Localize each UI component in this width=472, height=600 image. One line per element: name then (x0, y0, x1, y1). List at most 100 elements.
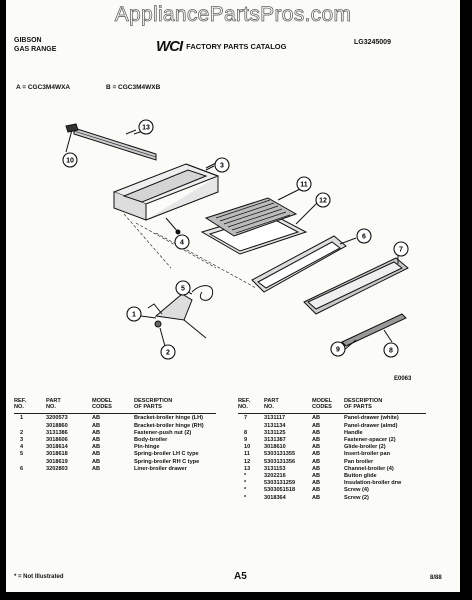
callout-1: 1 (126, 306, 142, 322)
svg-text:8: 8 (389, 348, 393, 355)
brand: GIBSON (14, 37, 42, 44)
description-cell: Handle (344, 429, 363, 436)
part-number-cell: 3131134 (264, 422, 286, 429)
callout-6: 6 (356, 228, 372, 244)
callout-4: 4 (174, 234, 190, 250)
col-ref: REF.NO. (238, 398, 264, 415)
revision-date: 8/88 (430, 575, 442, 581)
callout-9: 9 (330, 341, 346, 357)
description-cell: Fastener-push nut (2) (134, 429, 192, 436)
svg-text:10: 10 (66, 158, 74, 165)
part-number-cell: 3018364 (264, 494, 286, 501)
callout-10: 10 (62, 152, 78, 168)
header-catalog-block: WCI FACTORY PARTS CATALOG (156, 38, 286, 55)
svg-text:3: 3 (220, 163, 224, 170)
description-cell: Liner-broiler drawer (134, 465, 187, 472)
description-cell: Spring-broiler RH C type (134, 458, 200, 465)
ref-cell: 3 (20, 437, 24, 444)
svg-text:7: 7 (399, 247, 403, 254)
model-code-cell: AB (312, 415, 321, 422)
ref-cell (14, 422, 46, 429)
description-cell: Pin-hinge (134, 444, 160, 451)
description-cell: Panel-drawer (white) (344, 415, 399, 422)
description-cell: Screw (2) (344, 494, 369, 501)
ref-cell: 4 (20, 444, 24, 451)
description-cell: Fastener-spacer (2) (344, 437, 396, 444)
callout-5: 5 (175, 280, 191, 296)
exploded-diagram: 13 10 3 11 12 4 6 7 5 1 2 9 8 (62, 119, 409, 360)
col-ref: REF.NO. (14, 398, 46, 415)
watermark: AppliancePartsPros.com (114, 3, 352, 27)
model-code-cell: AB (92, 465, 101, 472)
ref-cell: * (244, 487, 247, 494)
ref-cell: 2 (20, 429, 24, 436)
ref-cell: 11 (244, 451, 250, 458)
ref-cell: 1 (20, 415, 24, 422)
model-code-cell: AB (312, 444, 321, 451)
model-a: A = CGC3M4WXA (16, 84, 71, 91)
catalog-title: FACTORY PARTS CATALOG (186, 42, 287, 51)
model-code-cell: AB (92, 422, 101, 429)
part-number-cell: 3131125 (264, 429, 286, 436)
part-number-cell: 3018618 (46, 451, 68, 458)
description-cell: Insert-broiler pan (344, 451, 391, 458)
part-number-cell: 5303131355 (264, 451, 296, 458)
ref-cell: * (244, 473, 247, 480)
model-code-cell: AB (312, 473, 321, 480)
callout-13: 13 (138, 119, 154, 135)
description-cell: Panel-drawer (almd) (344, 422, 398, 429)
svg-text:5: 5 (181, 286, 185, 293)
model-code-cell: AB (312, 451, 321, 458)
model-code-cell: AB (312, 429, 321, 436)
footnote: * = Not Illustrated (14, 574, 64, 580)
page-number: A5 (234, 571, 247, 582)
ref-cell: 9 (244, 437, 248, 444)
ref-cell: 13 (244, 465, 251, 472)
model-code-cell: AB (92, 451, 101, 458)
part-number-cell: 3202216 (264, 473, 286, 480)
svg-text:9: 9 (336, 347, 340, 354)
svg-text:13: 13 (142, 125, 150, 132)
part-number-cell: 3018619 (46, 458, 68, 465)
ref-cell: * (244, 494, 247, 501)
model-code-cell: AB (92, 444, 101, 451)
ref-cell: * (244, 480, 247, 487)
table-row: 3018619 AB Spring-broiler RH C type (14, 458, 216, 465)
model-code-cell: AB (92, 415, 101, 422)
part-number-cell: 3200573 (46, 415, 68, 422)
part-number-cell: 3131153 (264, 465, 286, 472)
model-code-cell: AB (312, 487, 321, 494)
model-code-cell: AB (92, 458, 101, 465)
ref-cell: 5 (20, 451, 24, 458)
part-number-cell: 3131386 (46, 429, 68, 436)
part-number-cell: 5303131356 (264, 458, 296, 465)
wci-logo: WCI (156, 38, 183, 55)
part-number-cell: 3018860 (46, 422, 68, 429)
svg-text:1: 1 (132, 312, 136, 319)
description-cell: Bracket-broiler hinge (RH) (134, 422, 204, 429)
ref-cell (238, 422, 264, 429)
part-number-cell: 3131117 (264, 415, 286, 422)
ref-cell: 6 (20, 465, 24, 472)
document-number: LG3245009 (354, 39, 391, 46)
callout-11: 11 (296, 176, 312, 192)
